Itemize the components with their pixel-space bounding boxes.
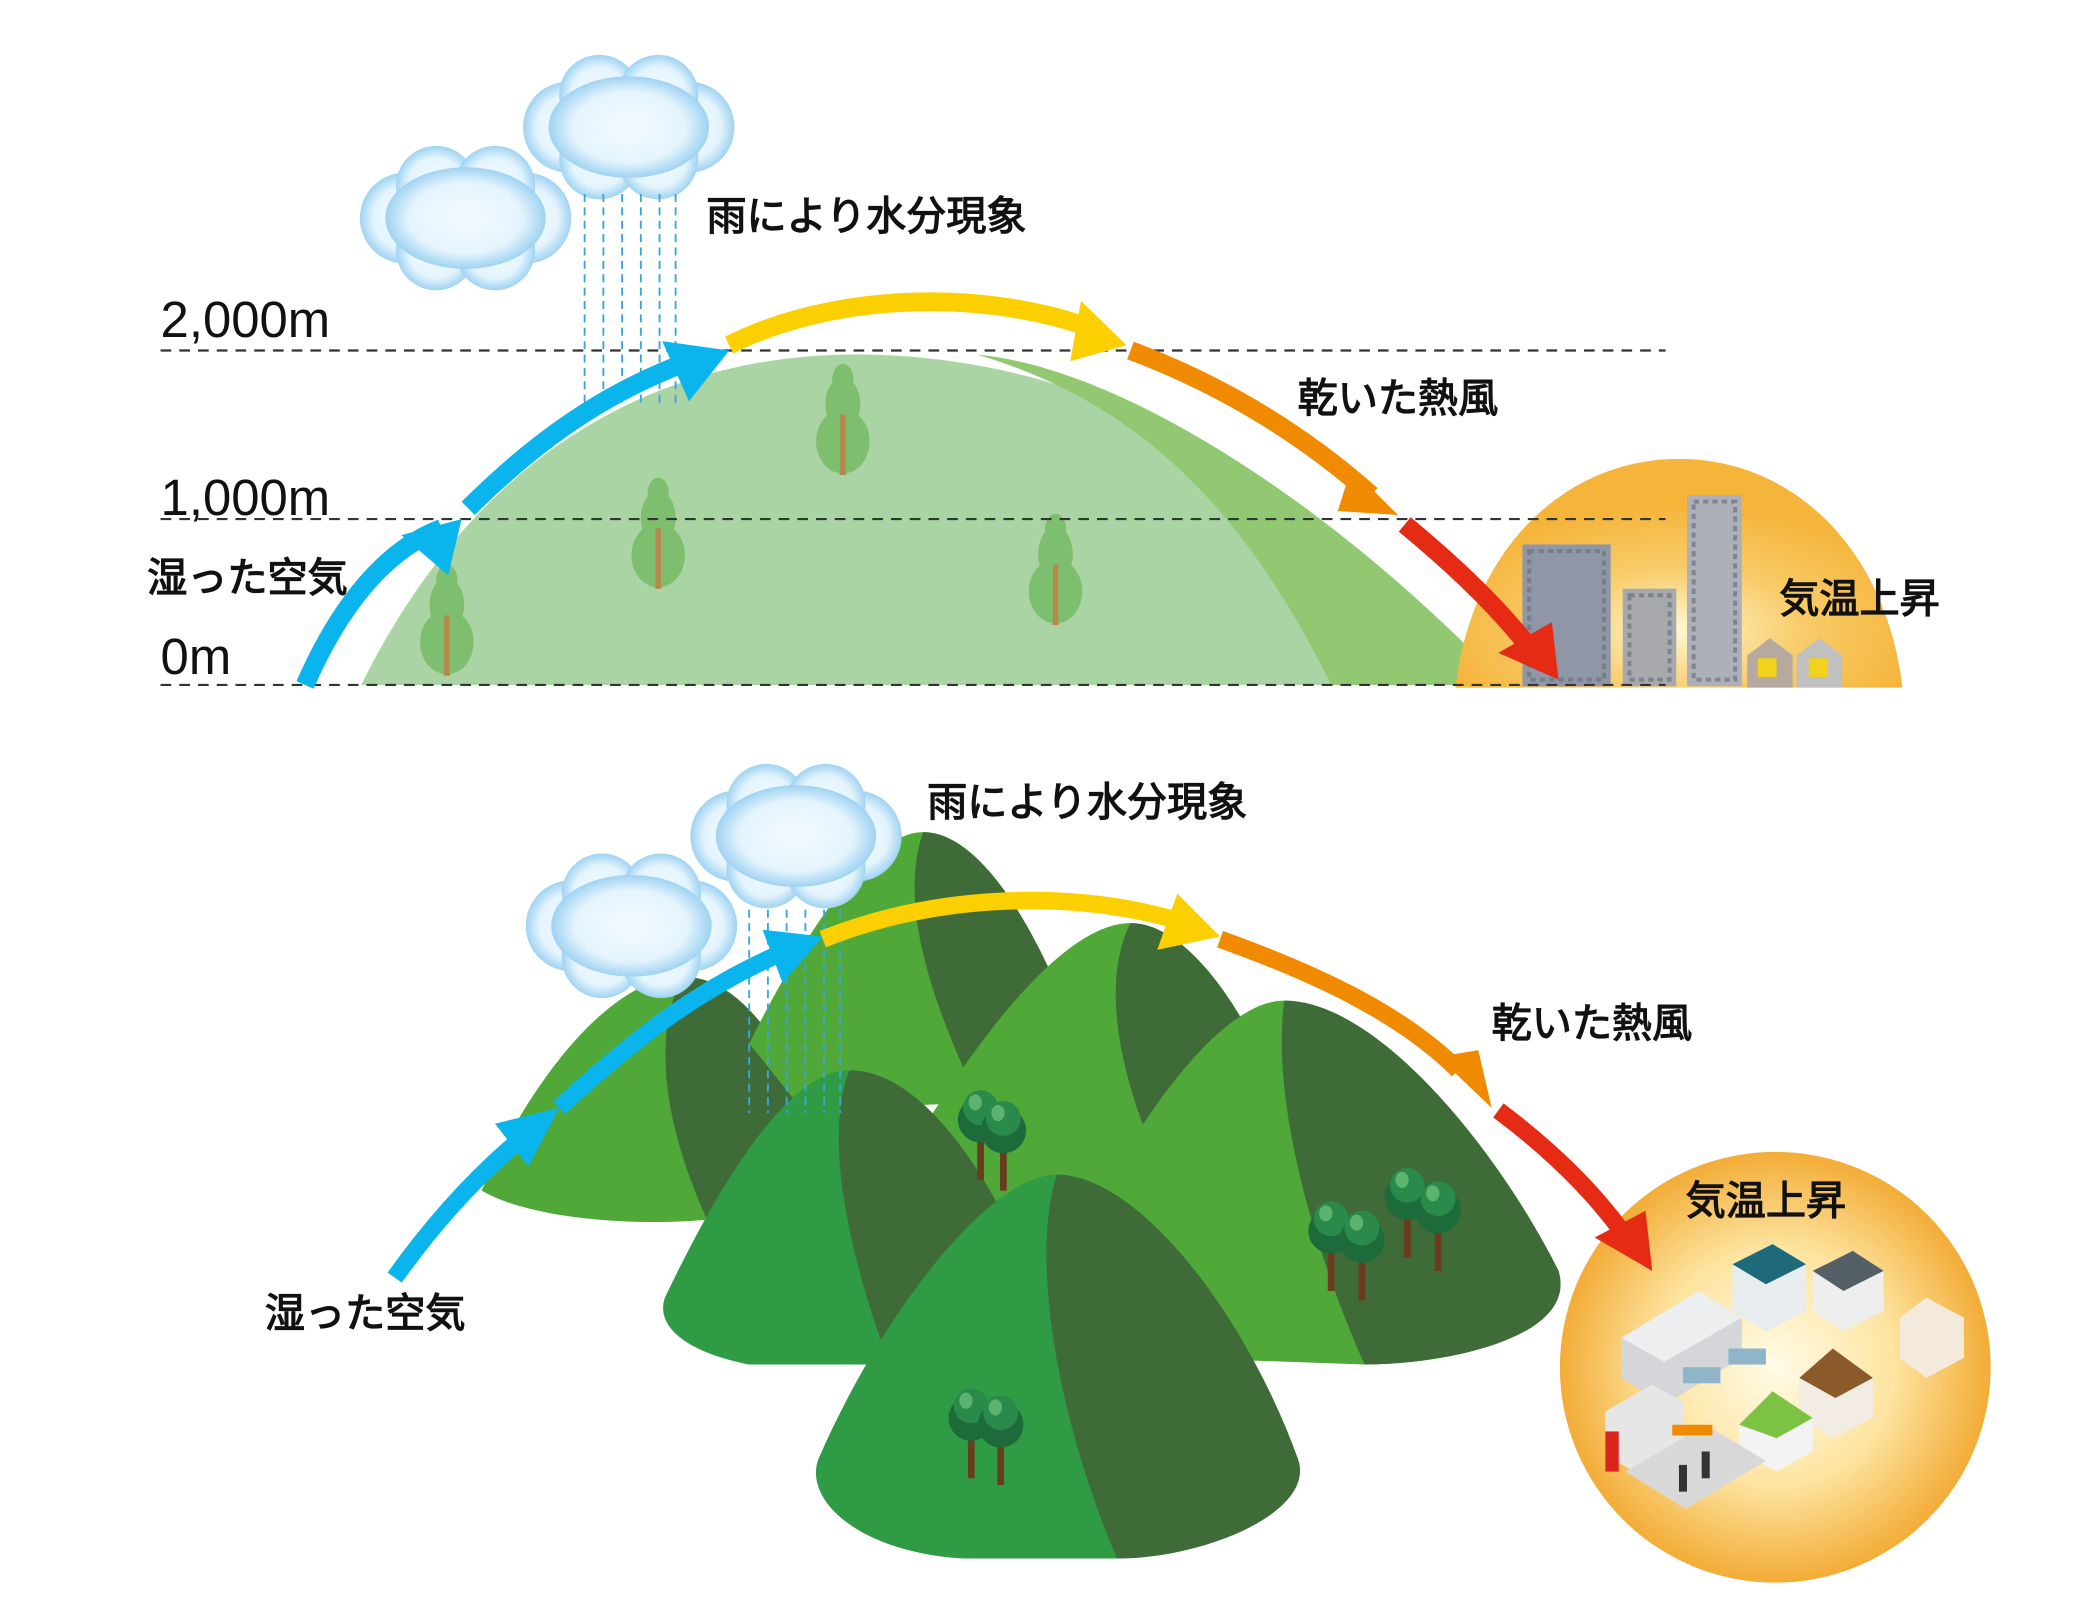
- altitude-label-1000: 1,000m: [161, 469, 331, 526]
- moist-air-label: 湿った空気: [265, 1291, 466, 1337]
- dry-hot-wind-label: 乾いた熱風: [1298, 376, 1499, 422]
- altitude-label-2000: 2,000m: [161, 291, 331, 348]
- altitude-lines: [160, 349, 1666, 687]
- town: [1455, 458, 1903, 688]
- airflow-arrows: [387, 891, 1653, 1283]
- rain-label: 雨により水分現象: [927, 780, 1247, 826]
- top-diagram: 2,000m 1,000m 0m 雨により水分現象 湿った空気 乾いた熱風 気温…: [147, 54, 1940, 689]
- bottom-diagram: 雨により水分現象 湿った空気 乾いた熱風 気温上昇: [265, 763, 1991, 1583]
- rain-label: 雨により水分現象: [706, 194, 1026, 240]
- moist-air-label: 湿った空気: [147, 555, 348, 601]
- dry-hot-wind-label: 乾いた熱風: [1492, 1001, 1693, 1047]
- mountains: [481, 832, 1561, 1559]
- altitude-label-0: 0m: [161, 628, 232, 685]
- cloud-icon: [359, 54, 735, 291]
- temp-rise-label: 気温上昇: [1686, 1179, 1847, 1225]
- town-circle: [1559, 1151, 1991, 1583]
- temp-rise-label: 気温上昇: [1779, 577, 1940, 623]
- airflow-arrows: [296, 292, 1559, 689]
